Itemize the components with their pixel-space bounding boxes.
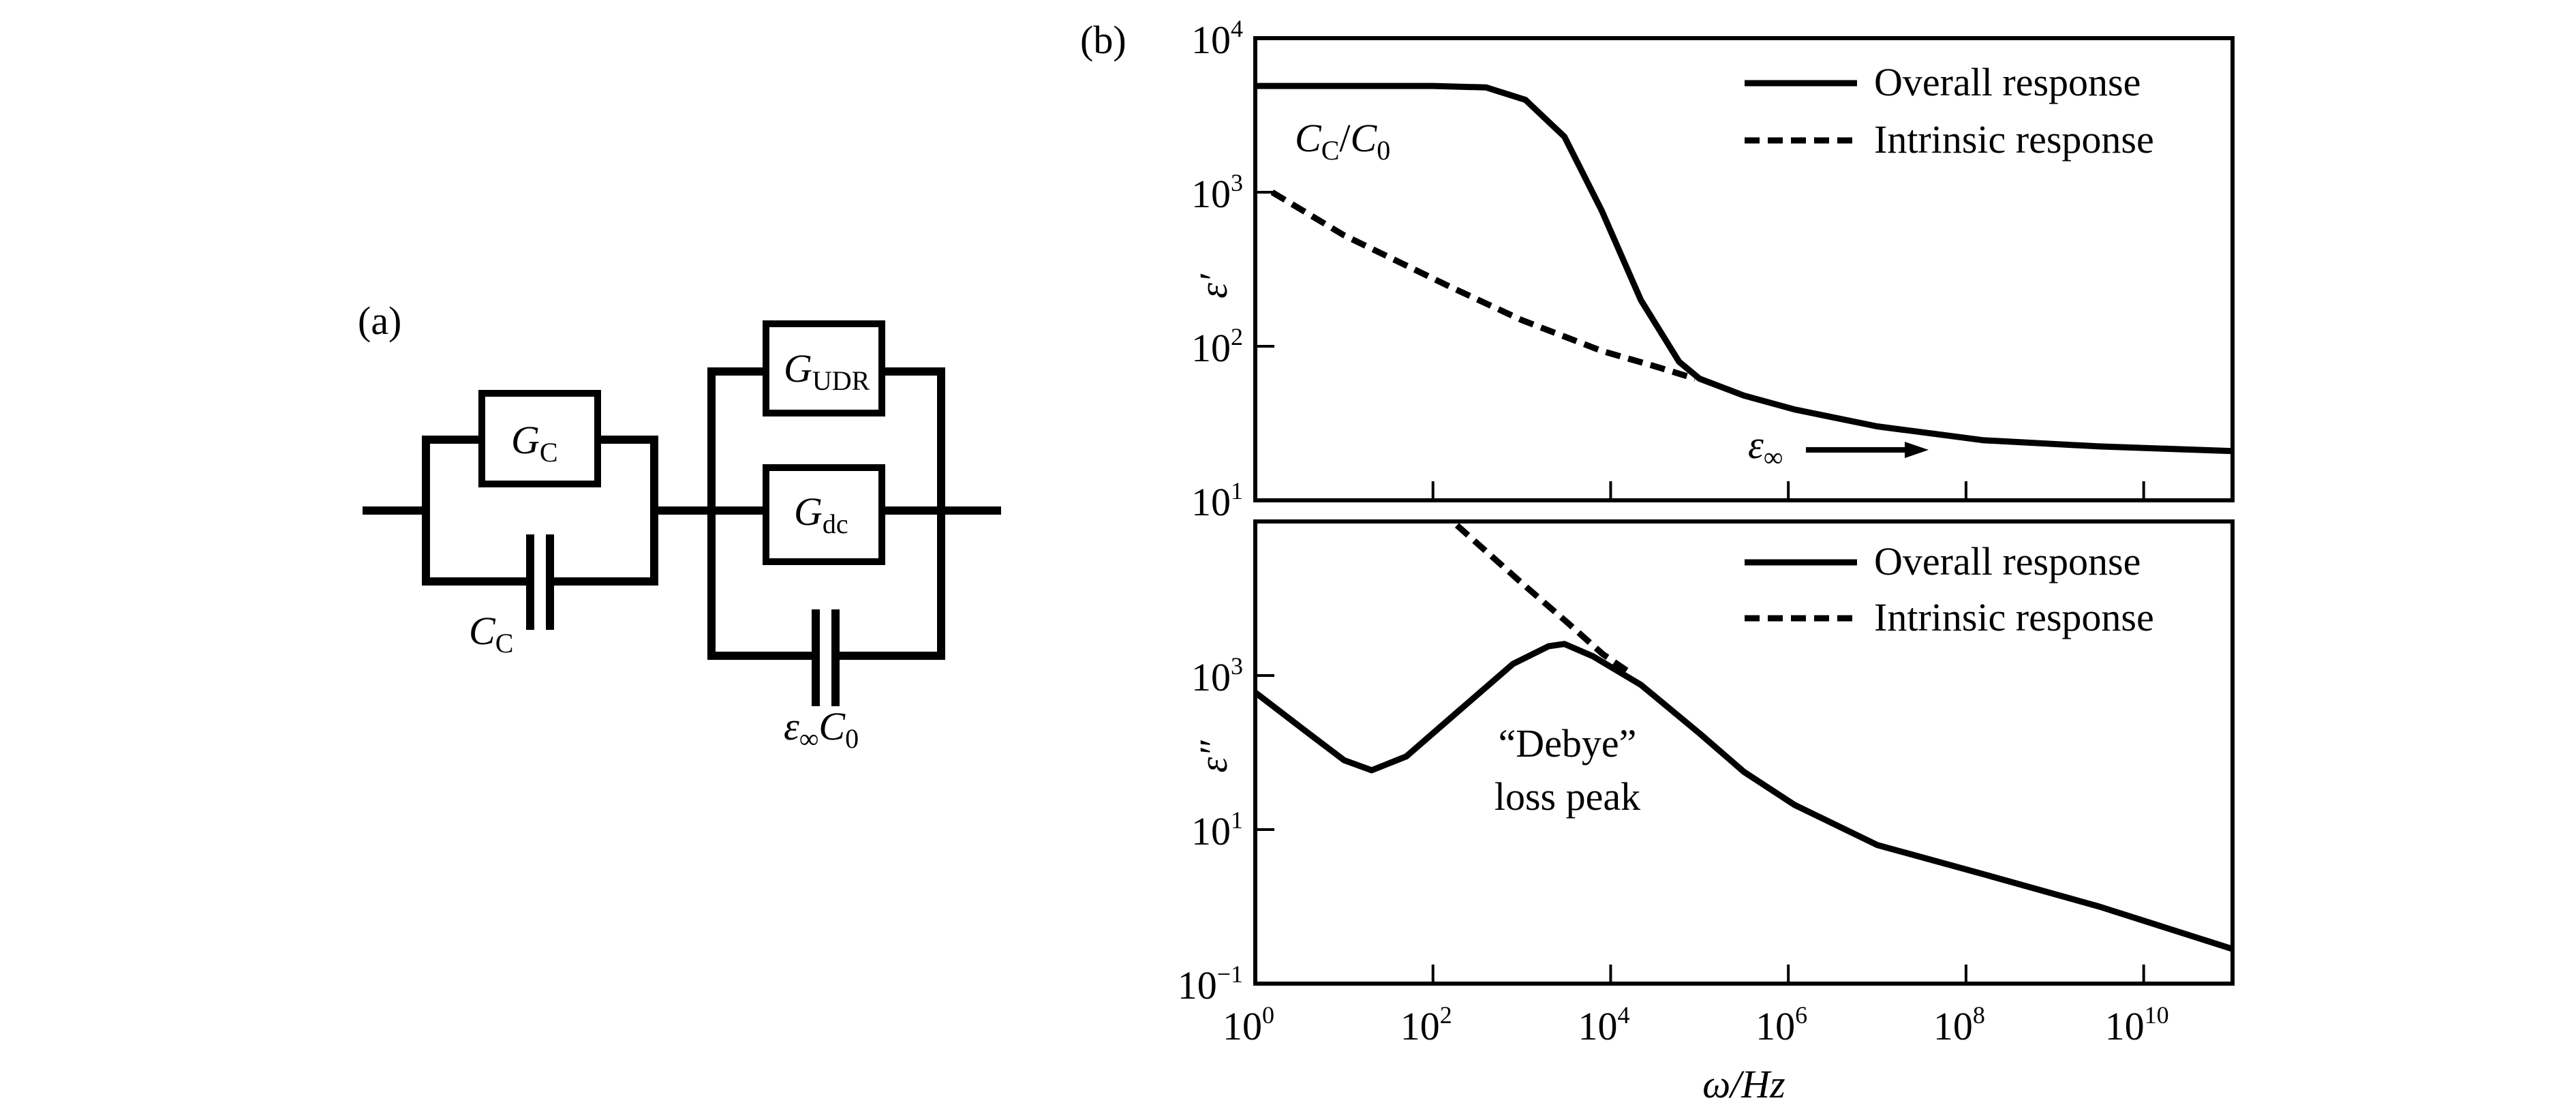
cinf-label: ε∞C0 xyxy=(784,704,859,754)
gc-box xyxy=(478,390,601,487)
panel-b-label: (b) xyxy=(1080,18,1126,62)
arrow-head-icon xyxy=(1905,442,1929,458)
x-tick-label: 1010 xyxy=(2105,1001,2169,1048)
debye-annotation: loss peak xyxy=(1494,774,1640,819)
y-tick-label: 10−1 xyxy=(1178,960,1243,1007)
cc-label: CC xyxy=(469,609,513,658)
legend-label: Overall response xyxy=(1874,60,2141,104)
intrinsic-response-line xyxy=(1454,523,1631,675)
imaginary-permittivity-plot: 10−1 101 103 100 102 104 106 108 1010 ε″ Overall… xyxy=(1178,519,2235,1106)
gudr-box xyxy=(763,320,885,416)
y-tick-label: 102 xyxy=(1191,323,1243,370)
group1-right-wire xyxy=(546,436,658,586)
gc-label: GC xyxy=(511,418,558,468)
eps-inf-annotation: ε∞ xyxy=(1748,423,1783,472)
overall-response-line xyxy=(1253,641,2234,952)
x-tick-label: 100 xyxy=(1223,1001,1274,1048)
x-tick-label: 102 xyxy=(1400,1001,1452,1048)
legend: Overall response Intrinsic response xyxy=(1745,60,2154,162)
x-tick-label: 106 xyxy=(1755,1001,1807,1048)
gudr-label: GUDR xyxy=(784,346,870,396)
group1-left-wire xyxy=(422,436,534,586)
group2-right-wire xyxy=(831,367,945,660)
y-tick-label: 103 xyxy=(1191,169,1243,216)
debye-annotation: “Debye” xyxy=(1499,721,1637,765)
intrinsic-response-line xyxy=(1270,189,1696,382)
x-tick-label: 104 xyxy=(1578,1001,1629,1048)
legend-label: Intrinsic response xyxy=(1874,117,2154,162)
gdc-box xyxy=(763,464,885,565)
overall-response-line xyxy=(1255,82,2233,455)
x-axis-label: ω/Hz xyxy=(1702,1062,1785,1106)
y-tick-label: 101 xyxy=(1191,477,1243,524)
gdc-label: Gdc xyxy=(794,489,848,539)
legend-label: Intrinsic response xyxy=(1874,595,2154,639)
y-tick-label: 101 xyxy=(1191,806,1243,853)
y-tick-label: 103 xyxy=(1191,652,1243,699)
real-permittivity-plot: 101 102 103 104 ε′ Overall response Intrins… xyxy=(1191,15,2235,524)
plot-frame xyxy=(1253,519,2235,986)
y-axis-label: ε″ xyxy=(1191,740,1236,773)
plateau-annotation: CC/C0 xyxy=(1295,116,1390,166)
y-axis-label: ε′ xyxy=(1191,273,1236,299)
legend: Overall response Intrinsic response xyxy=(1745,539,2154,639)
plot-frame xyxy=(1253,36,2235,502)
x-tick-label: 108 xyxy=(1933,1001,1985,1048)
panel-a-label: (a) xyxy=(358,299,401,343)
circuit-diagram: (a) GC CC GUDR Gdc ε∞C0 xyxy=(358,299,1001,754)
y-tick-label: 104 xyxy=(1191,15,1243,62)
legend-label: Overall response xyxy=(1874,539,2141,583)
